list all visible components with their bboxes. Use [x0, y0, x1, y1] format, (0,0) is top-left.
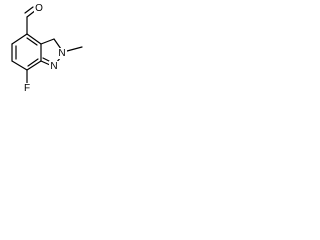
atom-label-nitrogen-n1: N [50, 61, 57, 72]
bond-c3a-c4 [26, 33, 42, 45]
bond-c3a-c4-inner [26, 37, 38, 46]
bond-n2-methyl [66, 46, 83, 52]
atom-label-fluorine: F [24, 83, 30, 94]
bond-n1-c7a [40, 60, 51, 66]
bond-c3a-c3 [40, 38, 55, 45]
bond-c4-c5 [11, 33, 28, 45]
bond-c6-c7 [11, 60, 28, 71]
bond-c7-c7a-inner [27, 58, 39, 67]
bond-c3-n2 [53, 38, 62, 50]
molecule-structure: O N N F [11, 3, 83, 94]
atom-label-oxygen: O [35, 3, 43, 14]
atom-label-nitrogen-n2: N [58, 48, 65, 59]
bond-n1-c7a-inner [42, 57, 50, 62]
bond-cho-o-double [24, 6, 34, 14]
bond-c7-c7a [26, 60, 42, 71]
